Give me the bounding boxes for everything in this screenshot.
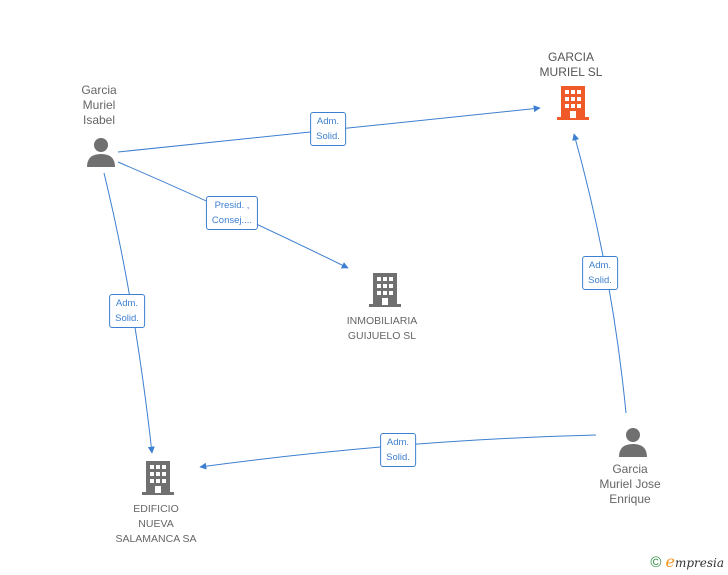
edge-label-jose-to-garcia-muriel-sl[interactable]: Adm. Solid. xyxy=(582,256,618,290)
building-icon-edificio-nueva-salamanca[interactable] xyxy=(142,461,174,495)
edge-label-isabel-to-garcia-muriel-sl[interactable]: Adm. Solid. xyxy=(310,112,346,146)
edge-label-jose-to-edificio[interactable]: Adm. Solid. xyxy=(380,433,416,467)
building-icon-inmobiliaria-guijuelo[interactable] xyxy=(369,273,401,307)
person-icon-garcia-muriel-isabel[interactable] xyxy=(86,137,116,167)
node-label-garcia-muriel-isabel: Garcia Muriel Isabel xyxy=(81,83,117,127)
node-label-inmobiliaria-guijuelo: INMOBILIARIA GUIJUELO SL xyxy=(346,315,418,342)
node-label-garcia-muriel-jose-enrique: Garcia Muriel Jose Enrique xyxy=(599,462,661,506)
brand-logo[interactable]: empresia xyxy=(665,552,724,571)
building-icon-garcia-muriel-sl[interactable] xyxy=(557,86,589,120)
copyright-icon: © xyxy=(650,554,662,571)
person-icon-garcia-muriel-jose-enrique[interactable] xyxy=(618,427,648,457)
footer-watermark: ©empresia xyxy=(650,552,724,571)
node-label-garcia-muriel-sl: GARCIA MURIEL SL xyxy=(539,50,603,79)
node-label-edificio-nueva-salamanca: EDIFICIO NUEVA SALAMANCA SA xyxy=(115,503,197,545)
edge-label-isabel-to-inmobiliaria[interactable]: Presid. , Consej.... xyxy=(205,196,259,230)
edge-label-isabel-to-edificio[interactable]: Adm. Solid. xyxy=(109,294,145,328)
